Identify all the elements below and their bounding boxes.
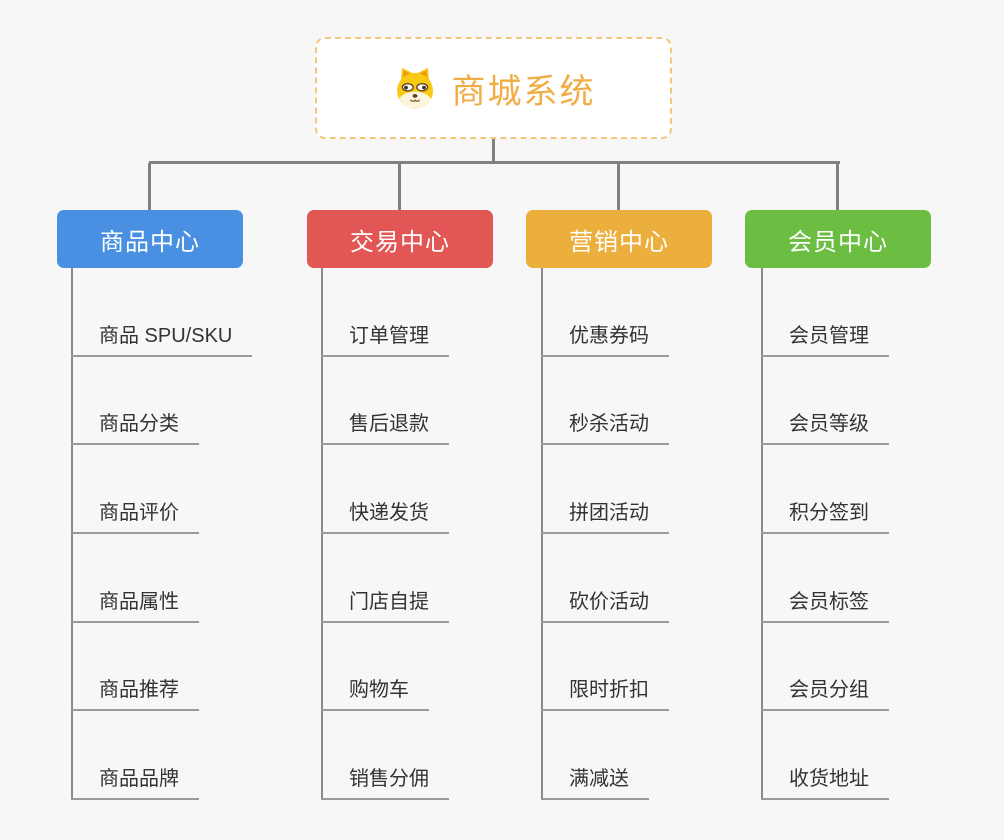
child-topic[interactable]: 收货地址	[761, 762, 889, 801]
child-topic[interactable]: 订单管理	[321, 319, 449, 357]
child-topic[interactable]: 会员管理	[761, 319, 889, 357]
child-topic[interactable]: 积分签到	[761, 496, 889, 535]
child-row: 积分签到	[761, 445, 889, 535]
column-marketing-center: 优惠券码 秒杀活动 拼团活动 砍价活动 限时折扣 满减送	[541, 268, 669, 801]
child-row: 快递发货	[321, 445, 449, 535]
child-row: 会员等级	[761, 357, 889, 446]
connector-stub-member	[836, 163, 839, 210]
connector-stub-product	[148, 163, 151, 210]
child-row: 限时折扣	[541, 623, 669, 712]
child-row: 收货地址	[761, 711, 889, 801]
child-row: 商品品牌	[71, 711, 199, 801]
child-topic[interactable]: 拼团活动	[541, 496, 669, 535]
child-topic[interactable]: 优惠券码	[541, 319, 669, 357]
child-row: 优惠券码	[541, 268, 669, 357]
child-topic[interactable]: 售后退款	[321, 407, 449, 446]
connector-stub-marketing	[617, 163, 620, 210]
child-row: 门店自提	[321, 534, 449, 623]
child-topic[interactable]: 会员标签	[761, 585, 889, 623]
branch-member-center[interactable]: 会员中心	[745, 210, 931, 268]
child-topic[interactable]: 商品分类	[71, 407, 199, 446]
child-row: 销售分佣	[321, 711, 449, 801]
connector-root-stem	[492, 139, 495, 163]
child-topic[interactable]: 砍价活动	[541, 585, 669, 623]
child-topic[interactable]: 商品属性	[71, 585, 199, 623]
child-topic[interactable]: 快递发货	[321, 496, 449, 535]
child-topic[interactable]: 会员分组	[761, 673, 889, 712]
child-row: 购物车	[321, 623, 429, 712]
child-row: 商品评价	[71, 445, 199, 535]
child-topic[interactable]: 限时折扣	[541, 673, 669, 712]
child-row: 会员标签	[761, 534, 889, 623]
child-topic[interactable]: 商品评价	[71, 496, 199, 535]
child-row: 商品推荐	[71, 623, 199, 712]
child-row: 满减送	[541, 711, 649, 801]
child-topic[interactable]: 秒杀活动	[541, 407, 669, 446]
child-topic[interactable]: 门店自提	[321, 585, 449, 623]
branch-product-center[interactable]: 商品中心	[57, 210, 243, 268]
child-row: 商品属性	[71, 534, 199, 623]
branch-marketing-center[interactable]: 营销中心	[526, 210, 712, 268]
child-row: 售后退款	[321, 357, 449, 446]
child-row: 砍价活动	[541, 534, 669, 623]
child-row: 商品分类	[71, 357, 199, 446]
column-member-center: 会员管理 会员等级 积分签到 会员标签 会员分组 收货地址	[761, 268, 889, 801]
child-topic[interactable]: 满减送	[541, 762, 649, 801]
root-title: 商城系统	[451, 72, 596, 111]
child-row: 商品 SPU/SKU	[71, 268, 253, 357]
child-topic[interactable]: 商品推荐	[71, 673, 199, 712]
child-row: 会员管理	[761, 268, 889, 357]
dog-face-icon	[396, 67, 433, 109]
child-topic[interactable]: 销售分佣	[321, 762, 449, 801]
connector-rail	[149, 161, 840, 164]
child-row: 秒杀活动	[541, 357, 669, 446]
child-topic[interactable]: 商品品牌	[71, 762, 199, 801]
child-topic[interactable]: 购物车	[321, 673, 429, 712]
child-row: 订单管理	[321, 268, 449, 357]
connector-stub-trade	[398, 163, 401, 210]
child-row: 会员分组	[761, 623, 889, 712]
column-product-center: 商品 SPU/SKU 商品分类 商品评价 商品属性 商品推荐 商品品牌	[71, 268, 253, 801]
child-topic[interactable]: 商品 SPU/SKU	[71, 319, 253, 357]
branch-trade-center[interactable]: 交易中心	[307, 210, 493, 268]
column-trade-center: 订单管理 售后退款 快递发货 门店自提 购物车 销售分佣	[321, 268, 449, 801]
child-row: 拼团活动	[541, 445, 669, 535]
root-node[interactable]: 商城系统	[315, 37, 672, 139]
child-topic[interactable]: 会员等级	[761, 407, 889, 446]
